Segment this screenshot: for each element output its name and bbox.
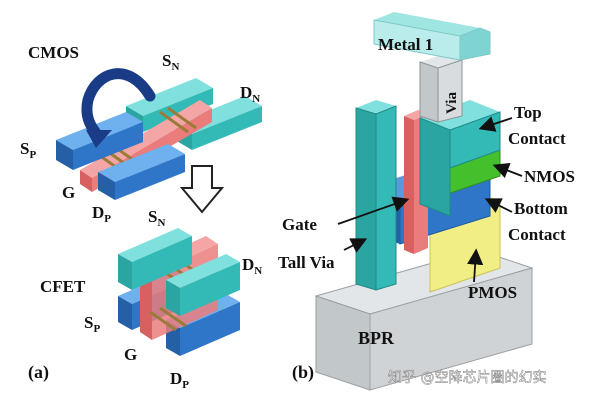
- panel-b-label: (b): [292, 362, 314, 383]
- metal1-label: Metal 1: [378, 35, 433, 54]
- via-label: Via: [444, 92, 460, 114]
- cfet-sn-label: SN: [148, 207, 165, 229]
- cmos-structure: [56, 68, 262, 200]
- cmos-g-label: G: [62, 183, 75, 202]
- pmos-label: PMOS: [468, 283, 517, 302]
- panel-a-label: (a): [28, 362, 49, 383]
- top-contact-label-line2: Contact: [508, 129, 566, 148]
- cfet-sp-label: SP: [84, 313, 100, 335]
- cmos-sn-label: SN: [162, 51, 179, 73]
- bpr-label: BPR: [358, 328, 395, 348]
- pointer-arrows: [337, 116, 523, 283]
- nmos-label: NMOS: [524, 167, 575, 186]
- gate-arrow: [337, 196, 410, 225]
- metal1-rails: [373, 12, 491, 61]
- via-pillar: [419, 54, 463, 123]
- cmos-pmos-drain: [98, 144, 185, 200]
- watermark: 知乎 @空降芯片圈的幻实: [388, 369, 546, 386]
- flip-arrowhead: [86, 130, 112, 148]
- bpr-block: [314, 249, 534, 391]
- cmos-title: CMOS: [28, 43, 79, 62]
- cfet-title: CFET: [40, 277, 86, 296]
- cfet-structure: [118, 228, 240, 356]
- cfet-dn-label: DN: [242, 255, 262, 277]
- top-contact-arrow: [478, 116, 513, 132]
- top-contact-label-line1: Top: [514, 103, 542, 122]
- tall-via: [355, 100, 397, 291]
- cmos-dn-label: DN: [240, 83, 260, 105]
- tall-via-arrow: [343, 238, 368, 253]
- bottom-contact-arrow: [484, 198, 513, 213]
- cmos-sp-label: SP: [20, 139, 36, 161]
- transition-arrow: [179, 165, 225, 214]
- nmos-arrow: [492, 162, 523, 179]
- pmos-arrow: [467, 248, 484, 283]
- bottom-contact-label-line1: Bottom: [514, 199, 568, 218]
- bottom-contact-label-line2: Contact: [508, 225, 566, 244]
- cfet-nmos-source: [118, 228, 192, 290]
- cfet-nmos-drain: [166, 254, 240, 316]
- cmos-dp-label: DP: [92, 203, 111, 225]
- tall-via-label: Tall Via: [278, 253, 335, 272]
- cfet-dp-label: DP: [170, 369, 189, 391]
- gate-label: Gate: [282, 215, 317, 234]
- cfet-g-label: G: [124, 345, 137, 364]
- flip-arrow: [81, 68, 156, 142]
